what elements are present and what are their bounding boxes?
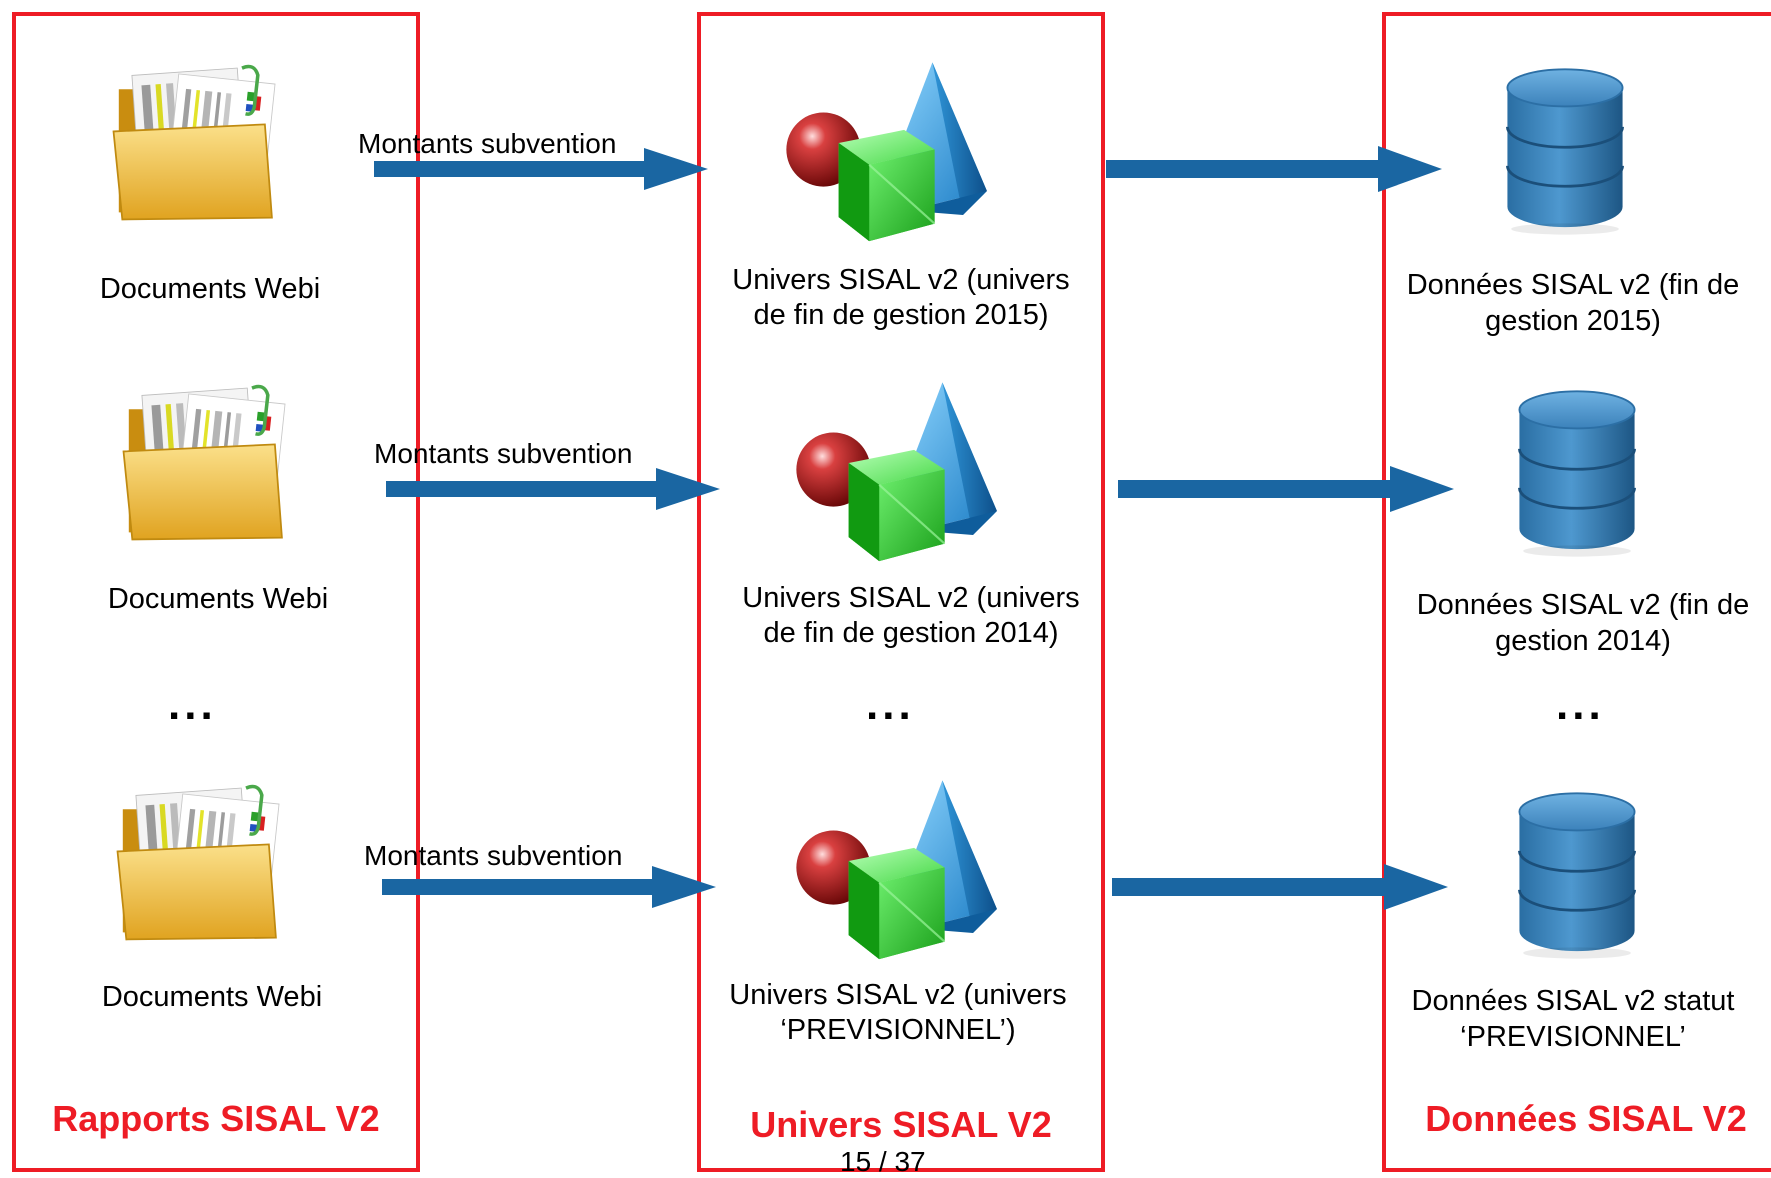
universe-label-line-1: Univers SISAL v2 (univers xyxy=(732,264,1070,296)
flow-arrow-report-to-universe xyxy=(374,148,708,190)
data-label-line-1: Données SISAL v2 (fin de xyxy=(1416,589,1750,621)
universe-label-line-2: de fin de gestion 2014) xyxy=(763,617,1059,649)
flow-arrow-universe-to-data xyxy=(1118,466,1454,512)
data-label-line-2: gestion 2015) xyxy=(1485,305,1661,337)
universe-label-line-2: ‘PREVISIONNEL’) xyxy=(780,1014,1016,1046)
report-label: Documents Webi xyxy=(107,583,329,615)
report-folder-icon xyxy=(115,784,282,942)
universe-label-line-1: Univers SISAL v2 (univers xyxy=(729,979,1067,1011)
data-label-line-1: Données SISAL v2 statut xyxy=(1411,985,1735,1017)
report-folder-icon xyxy=(121,384,288,542)
database-icon xyxy=(1517,791,1637,961)
report-label: Documents Webi xyxy=(101,981,323,1013)
database-icon xyxy=(1505,67,1625,237)
ellipsis-reports: ... xyxy=(168,680,217,729)
universes-column-title: Univers SISAL V2 xyxy=(750,1104,1052,1145)
flow-arrow-universe-to-data xyxy=(1112,864,1448,910)
flow-arrow-universe-to-data xyxy=(1106,146,1442,192)
ellipsis-universes: ... xyxy=(866,680,915,729)
universe-label-line-2: de fin de gestion 2015) xyxy=(753,299,1049,331)
universe-icon xyxy=(795,779,999,961)
reports-column-title: Rapports SISAL V2 xyxy=(52,1098,380,1139)
page-number: 15 / 37 xyxy=(840,1146,926,1177)
report-folder-icon xyxy=(111,64,278,222)
arrow-label: Montants subvention xyxy=(358,128,617,159)
report-label: Documents Webi xyxy=(99,273,321,305)
flow-arrow-report-to-universe xyxy=(386,468,720,510)
universe-icon xyxy=(795,381,999,563)
universe-label-line-1: Univers SISAL v2 (univers xyxy=(742,582,1080,614)
universe-icon xyxy=(785,61,989,243)
arrow-label: Montants subvention xyxy=(374,438,633,469)
flow-arrow-report-to-universe xyxy=(382,866,716,908)
arrow-label: Montants subvention xyxy=(364,840,623,871)
ellipsis-data: ... xyxy=(1556,680,1605,729)
data-label-line-2: ‘PREVISIONNEL’ xyxy=(1460,1021,1686,1053)
data-label-line-2: gestion 2014) xyxy=(1495,625,1671,657)
database-icon xyxy=(1517,389,1637,559)
data-label-line-1: Données SISAL v2 (fin de xyxy=(1406,269,1740,301)
data-column-title: Données SISAL V2 xyxy=(1425,1098,1747,1139)
